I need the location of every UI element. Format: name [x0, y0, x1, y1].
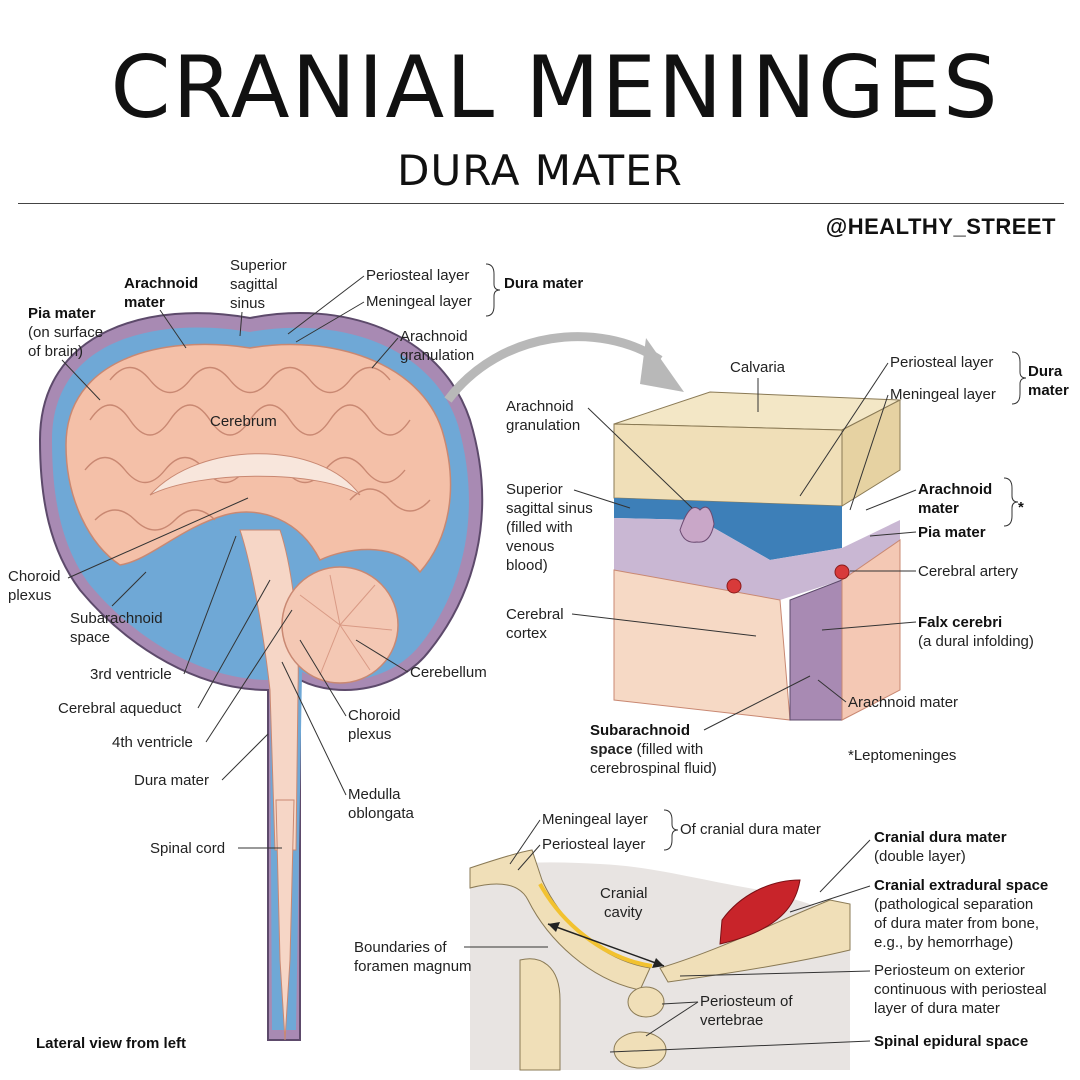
right-cortex-block: [841, 539, 901, 721]
page-title: CRANIAL MENINGES: [110, 38, 1000, 138]
zoom-arrow: [444, 332, 663, 403]
cerebral-artery-label: Cerebral artery: [918, 563, 1019, 580]
cranial-dura-mater-label: Cranial dura mater: [874, 829, 1007, 846]
foramen-periosteal-label: Periosteal layer: [542, 836, 645, 853]
cranial-extradural-label: Cranial extradural space: [874, 877, 1048, 894]
lateral-view-caption: Lateral view from left: [36, 1035, 186, 1052]
vertebra-left: [519, 958, 561, 1071]
meninges-section-block: [613, 391, 902, 721]
leptomeninges-footnote: *Leptomeninges: [848, 747, 956, 764]
zoom-arrowhead: [640, 338, 684, 392]
cerebrum-label: Cerebrum: [210, 413, 277, 430]
author-handle: @HEALTHY_STREET: [825, 214, 1056, 239]
pia-mater-label: Pia mater: [28, 305, 96, 322]
arrow-tip-left: [548, 922, 560, 932]
section-arachnoid-mater-label: Arachnoid mater: [848, 694, 958, 711]
of-cranial-dura-label: Of cranial dura mater: [680, 821, 821, 838]
spinal-cord-label: Spinal cord: [150, 840, 225, 857]
section-meningeal-label: Meningeal layer: [890, 386, 996, 403]
arachnoid-granulation-shape: [679, 506, 715, 543]
foramen-view-labels: Meningeal layer Periosteal layer Of cran…: [354, 809, 1048, 1053]
title-divider: [18, 203, 1064, 204]
fourth-ventricle-label: 4th ventricle: [112, 734, 193, 751]
calvaria-right: [841, 399, 901, 507]
brain-dura-mater-label: Dura mater: [134, 772, 209, 789]
brain-periosteal-layer-label: Periosteal layer: [366, 267, 469, 284]
page-subtitle: DURA MATER: [397, 146, 683, 195]
section-pia-mater-label: Pia mater: [918, 524, 986, 541]
dura-right-bone: [659, 899, 851, 983]
leptomeninges-asterisk: *: [1018, 499, 1024, 516]
corpus-callosum: [149, 453, 361, 496]
calvaria-label: Calvaria: [730, 359, 786, 376]
third-ventricle-label: 3rd ventricle: [90, 666, 172, 683]
arrow-tip-right: [652, 958, 664, 968]
calvaria-side: [613, 423, 843, 507]
brain-meningeal-layer-label: Meningeal layer: [366, 293, 472, 310]
falx-cerebri-shape: [789, 579, 843, 721]
falx-cerebri-note: (a dural infolding): [918, 633, 1034, 650]
cerebral-aqueduct-label: Cerebral aqueduct: [58, 700, 182, 717]
foramen-meningeal-label: Meningeal layer: [542, 811, 648, 828]
section-view-labels: Calvaria Periosteal layer Meningeal laye…: [506, 351, 1069, 777]
cerebral-artery-left: [726, 578, 742, 594]
brain-dura-mater-bracket-label: Dura mater: [504, 275, 583, 292]
foramen-boundary-arrow: [547, 923, 665, 967]
cerebral-artery-right: [834, 564, 850, 580]
section-subarachnoid-bold-label: Subarachnoid: [590, 722, 690, 739]
vertebra-right-1: [627, 986, 665, 1018]
cranial-dura-mater-note: (double layer): [874, 848, 966, 865]
cerebellum-arbor: [299, 574, 393, 676]
falx-cerebri-label: Falx cerebri: [918, 614, 1002, 631]
superior-sagittal-sinus: [614, 498, 842, 560]
cerebellum-label: Cerebellum: [410, 664, 487, 681]
foramen-magnum-illustration: [469, 849, 851, 1071]
spinal-cord-shape: [275, 799, 295, 1041]
occipital-bone: [469, 849, 651, 991]
extradural-hemorrhage: [719, 879, 801, 945]
brain-sagittal-illustration: [38, 312, 484, 1041]
section-periosteal-label: Periosteal layer: [890, 354, 993, 371]
dura-yellow-line: [538, 883, 653, 968]
spinal-epidural-label: Spinal epidural space: [874, 1033, 1028, 1050]
